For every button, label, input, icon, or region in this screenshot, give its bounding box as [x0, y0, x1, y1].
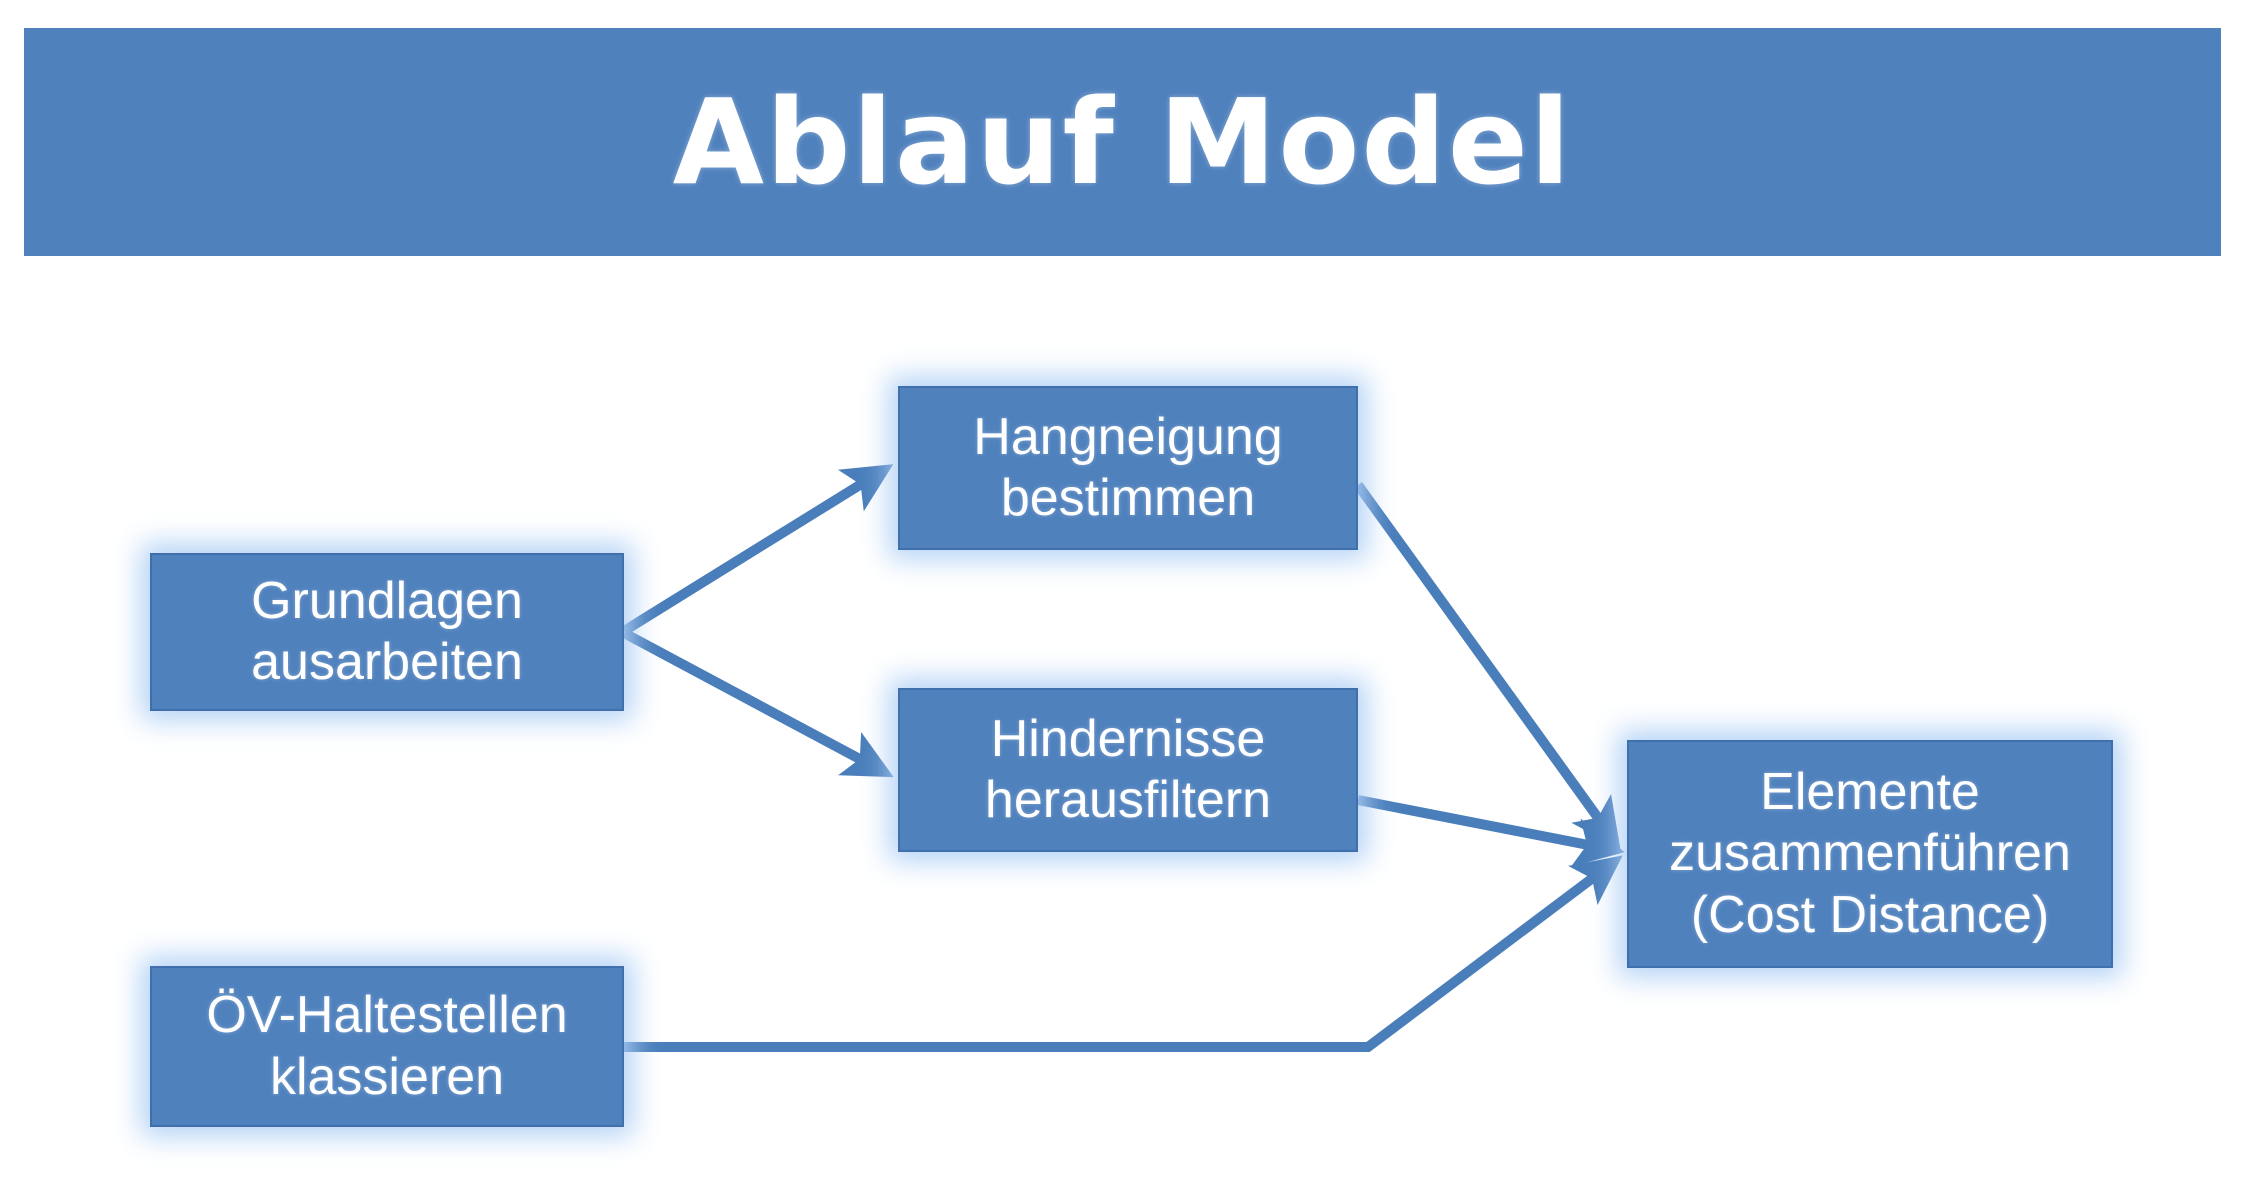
node-oev-haltestellen[interactable]: ÖV-Haltestellen klassieren [150, 966, 624, 1127]
page-title: Ablauf Model [672, 73, 1573, 211]
edge-oev-elemente [624, 855, 1623, 1052]
node-hangneigung-label: Hangneigung bestimmen [973, 407, 1283, 527]
edge-grundlagen-hangneigung [621, 464, 894, 636]
node-hangneigung[interactable]: Hangneigung bestimmen [898, 386, 1358, 550]
title-banner: Ablauf Model [24, 28, 2221, 256]
node-grundlagen[interactable]: Grundlagen ausarbeiten [150, 553, 624, 711]
node-hindernisse[interactable]: Hindernisse herausfiltern [898, 688, 1358, 852]
node-hindernisse-label: Hindernisse herausfiltern [984, 709, 1272, 829]
edge-hangneigung-elemente [1353, 482, 1621, 849]
node-elemente-zusammenfuehren-label: Elemente zusammenführen (Cost Distance) [1669, 762, 2071, 944]
node-oev-haltestellen-label: ÖV-Haltestellen klassieren [206, 986, 568, 1106]
node-elemente-zusammenfuehren[interactable]: Elemente zusammenführen (Cost Distance) [1627, 740, 2113, 968]
node-grundlagen-label: Grundlagen ausarbeiten [251, 571, 523, 691]
edge-hindernisse-elemente [1357, 795, 1625, 867]
edge-grundlagen-hindernisse [621, 628, 894, 778]
